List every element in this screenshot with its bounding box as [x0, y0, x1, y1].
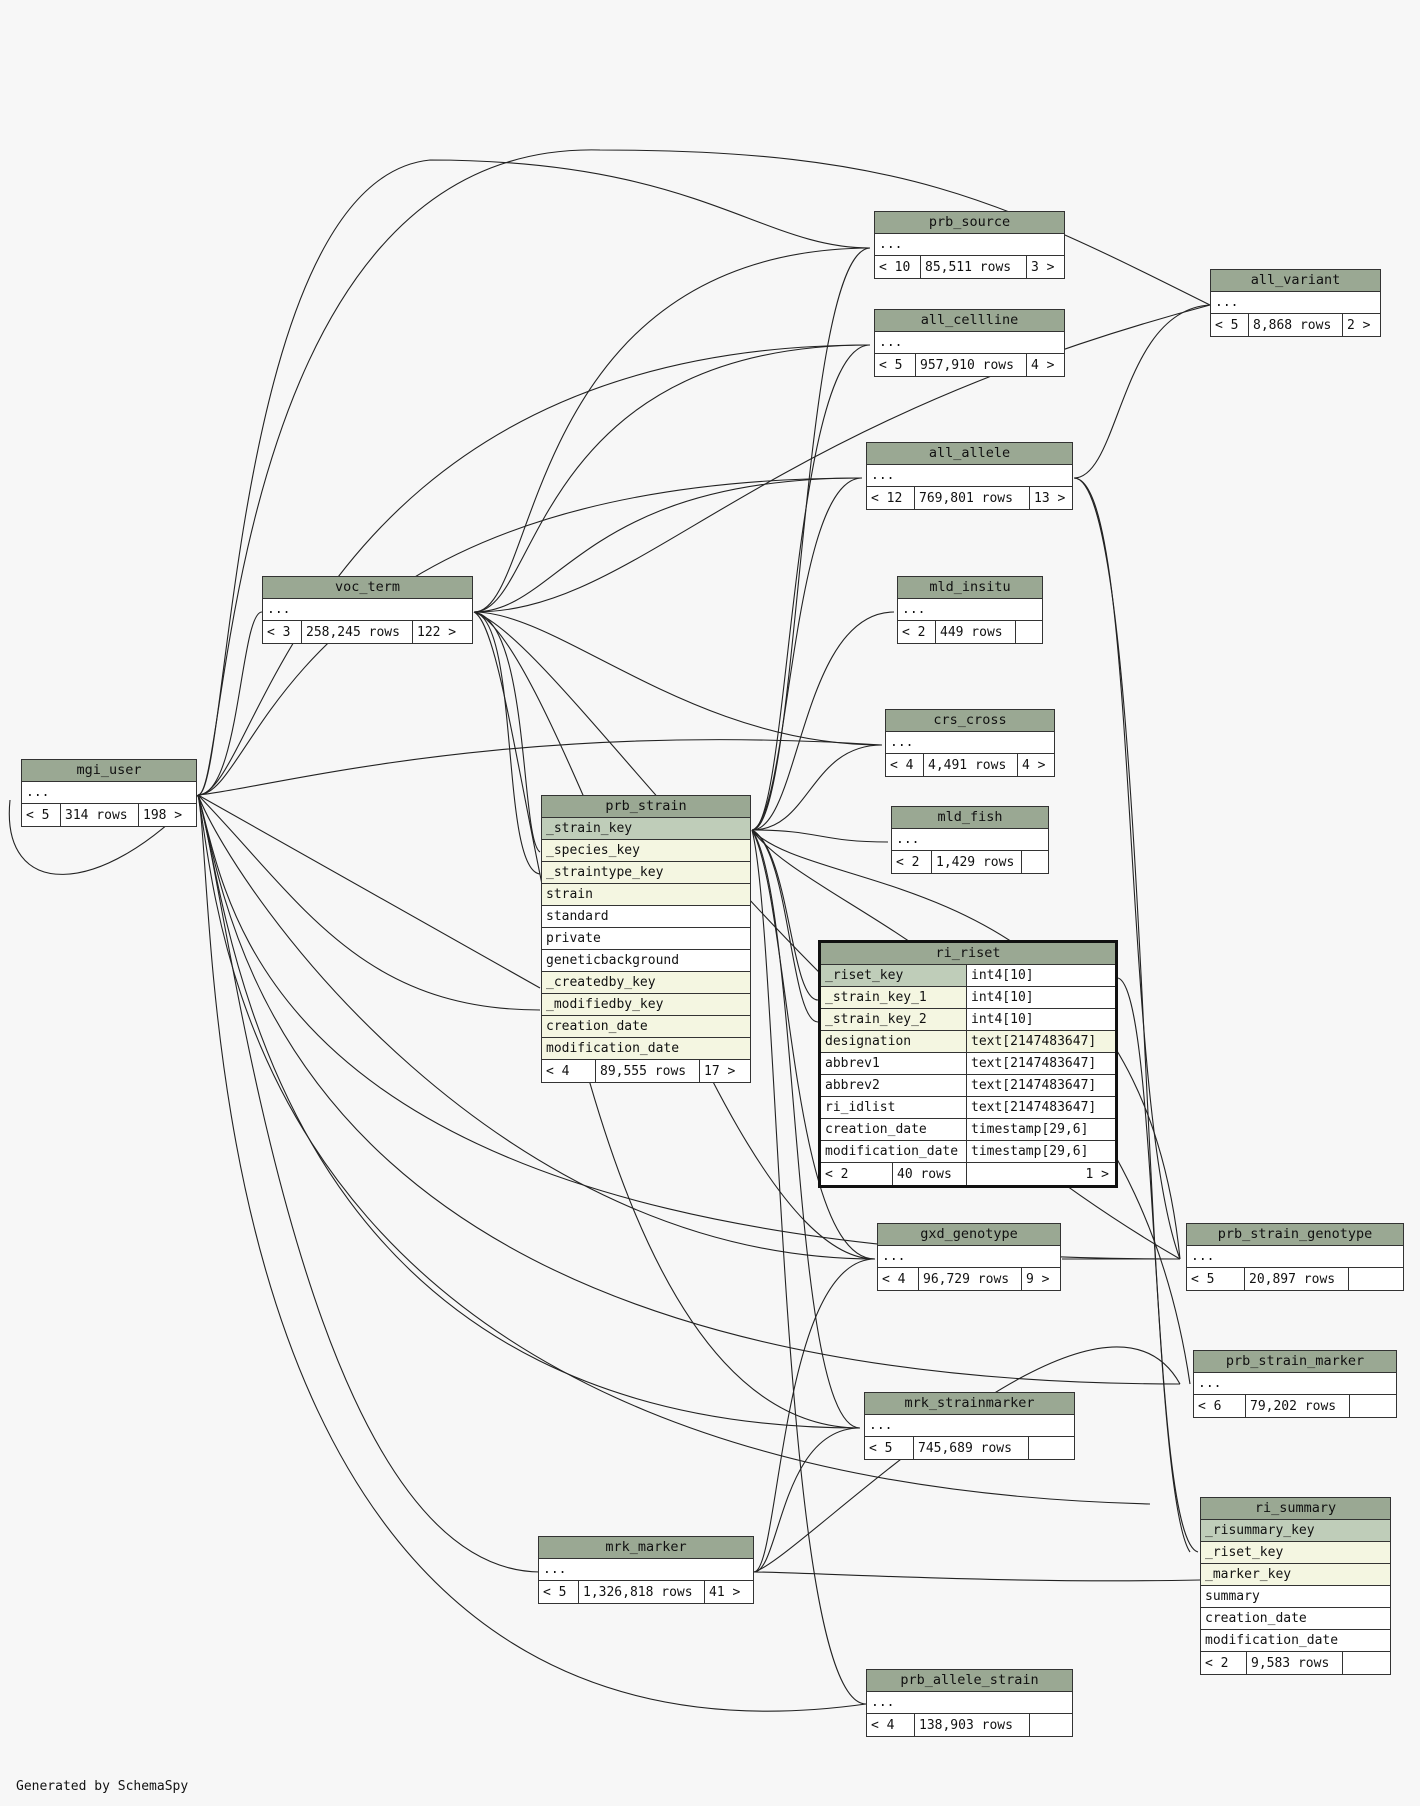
table-all-variant[interactable]: all_variant ... < 5 8,868 rows 2 > [1210, 269, 1381, 337]
column-row: modification_date timestamp[29,6] [821, 1141, 1115, 1163]
table-header: voc_term [263, 577, 472, 599]
table-header: prb_allele_strain [867, 1670, 1072, 1692]
table-header: mrk_strainmarker [865, 1393, 1074, 1415]
collapsed-columns: ... [1194, 1373, 1396, 1395]
collapsed-columns: ... [898, 599, 1042, 621]
column-row: _strain_key_1 int4[10] [821, 987, 1115, 1009]
collapsed-columns: ... [875, 332, 1064, 354]
table-header: all_cellline [875, 310, 1064, 332]
table-footer: < 2 1,429 rows [892, 851, 1048, 873]
column-row: strain [542, 884, 750, 906]
table-footer: < 5 745,689 rows [865, 1437, 1074, 1459]
column-row: _strain_key [542, 818, 750, 840]
collapsed-columns: ... [867, 1692, 1072, 1714]
table-footer: < 10 85,511 rows 3 > [875, 256, 1064, 278]
table-footer: < 5 8,868 rows 2 > [1211, 314, 1380, 336]
column-row: abbrev1 text[2147483647] [821, 1053, 1115, 1075]
table-footer: < 5 314 rows 198 > [22, 804, 196, 826]
table-mld-fish[interactable]: mld_fish ... < 2 1,429 rows [891, 806, 1049, 874]
column-row: _modifiedby_key [542, 994, 750, 1016]
table-footer: < 2 40 rows 1 > [821, 1163, 1115, 1185]
table-footer: < 4 4,491 rows 4 > [886, 754, 1054, 776]
column-row: creation_date timestamp[29,6] [821, 1119, 1115, 1141]
table-prb-source[interactable]: prb_source ... < 10 85,511 rows 3 > [874, 211, 1065, 279]
table-header: all_allele [867, 443, 1072, 465]
table-header: mld_insitu [898, 577, 1042, 599]
column-row: standard [542, 906, 750, 928]
table-header: crs_cross [886, 710, 1054, 732]
collapsed-columns: ... [1187, 1246, 1403, 1268]
table-header: ri_summary [1201, 1498, 1390, 1520]
table-footer: < 4 96,729 rows 9 > [878, 1268, 1060, 1290]
column-row: geneticbackground [542, 950, 750, 972]
collapsed-columns: ... [875, 234, 1064, 256]
column-row: _riset_key [1201, 1542, 1390, 1564]
generated-by-text: Generated by SchemaSpy [16, 1779, 189, 1794]
table-header: prb_strain_marker [1194, 1351, 1396, 1373]
column-row: ri_idlist text[2147483647] [821, 1097, 1115, 1119]
collapsed-columns: ... [892, 829, 1048, 851]
column-row: designation text[2147483647] [821, 1031, 1115, 1053]
table-prb-strain-marker[interactable]: prb_strain_marker ... < 6 79,202 rows [1193, 1350, 1397, 1418]
column-row: creation_date [542, 1016, 750, 1038]
collapsed-columns: ... [886, 732, 1054, 754]
table-mgi-user[interactable]: mgi_user ... < 5 314 rows 198 > [21, 759, 197, 827]
table-voc-term[interactable]: voc_term ... < 3 258,245 rows 122 > [262, 576, 473, 644]
column-row: _strain_key_2 int4[10] [821, 1009, 1115, 1031]
table-gxd-genotype[interactable]: gxd_genotype ... < 4 96,729 rows 9 > [877, 1223, 1061, 1291]
table-footer: < 2 449 rows [898, 621, 1042, 643]
table-ri-summary[interactable]: ri_summary _risummary_key _riset_key _ma… [1200, 1497, 1391, 1675]
table-mrk-strainmarker[interactable]: mrk_strainmarker ... < 5 745,689 rows [864, 1392, 1075, 1460]
table-header: prb_source [875, 212, 1064, 234]
table-header: mgi_user [22, 760, 196, 782]
table-footer: < 6 79,202 rows [1194, 1395, 1396, 1417]
table-footer: < 5 1,326,818 rows 41 > [539, 1581, 753, 1603]
table-header: mld_fish [892, 807, 1048, 829]
table-all-allele[interactable]: all_allele ... < 12 769,801 rows 13 > [866, 442, 1073, 510]
table-header: ri_riset [821, 943, 1115, 965]
table-header: prb_strain_genotype [1187, 1224, 1403, 1246]
collapsed-columns: ... [867, 465, 1072, 487]
table-mld-insitu[interactable]: mld_insitu ... < 2 449 rows [897, 576, 1043, 644]
column-row: _species_key [542, 840, 750, 862]
table-footer: < 5 957,910 rows 4 > [875, 354, 1064, 376]
column-row: _createdby_key [542, 972, 750, 994]
table-footer: < 12 769,801 rows 13 > [867, 487, 1072, 509]
table-header: prb_strain [542, 796, 750, 818]
column-row: _marker_key [1201, 1564, 1390, 1586]
table-prb-strain[interactable]: prb_strain _strain_key _species_key _str… [541, 795, 751, 1083]
column-row: summary [1201, 1586, 1390, 1608]
table-header: gxd_genotype [878, 1224, 1060, 1246]
column-row: creation_date [1201, 1608, 1390, 1630]
table-header: all_variant [1211, 270, 1380, 292]
column-row: _straintype_key [542, 862, 750, 884]
table-footer: < 3 258,245 rows 122 > [263, 621, 472, 643]
table-footer: < 4 89,555 rows 17 > [542, 1060, 750, 1082]
table-header: mrk_marker [539, 1537, 753, 1559]
collapsed-columns: ... [865, 1415, 1074, 1437]
table-all-cellline[interactable]: all_cellline ... < 5 957,910 rows 4 > [874, 309, 1065, 377]
table-footer: < 4 138,903 rows [867, 1714, 1072, 1736]
table-crs-cross[interactable]: crs_cross ... < 4 4,491 rows 4 > [885, 709, 1055, 777]
column-row: abbrev2 text[2147483647] [821, 1075, 1115, 1097]
collapsed-columns: ... [263, 599, 472, 621]
column-row: _riset_key int4[10] [821, 965, 1115, 987]
table-ri-riset[interactable]: ri_riset _riset_key int4[10] _strain_key… [818, 940, 1118, 1188]
column-row: modification_date [542, 1038, 750, 1060]
table-footer: < 5 20,897 rows [1187, 1268, 1403, 1290]
collapsed-columns: ... [22, 782, 196, 804]
table-mrk-marker[interactable]: mrk_marker ... < 5 1,326,818 rows 41 > [538, 1536, 754, 1604]
collapsed-columns: ... [1211, 292, 1380, 314]
column-row: modification_date [1201, 1630, 1390, 1652]
column-row: private [542, 928, 750, 950]
table-footer: < 2 9,583 rows [1201, 1652, 1390, 1674]
collapsed-columns: ... [539, 1559, 753, 1581]
table-prb-allele-strain[interactable]: prb_allele_strain ... < 4 138,903 rows [866, 1669, 1073, 1737]
collapsed-columns: ... [878, 1246, 1060, 1268]
table-prb-strain-genotype[interactable]: prb_strain_genotype ... < 5 20,897 rows [1186, 1223, 1404, 1291]
column-row: _risummary_key [1201, 1520, 1390, 1542]
